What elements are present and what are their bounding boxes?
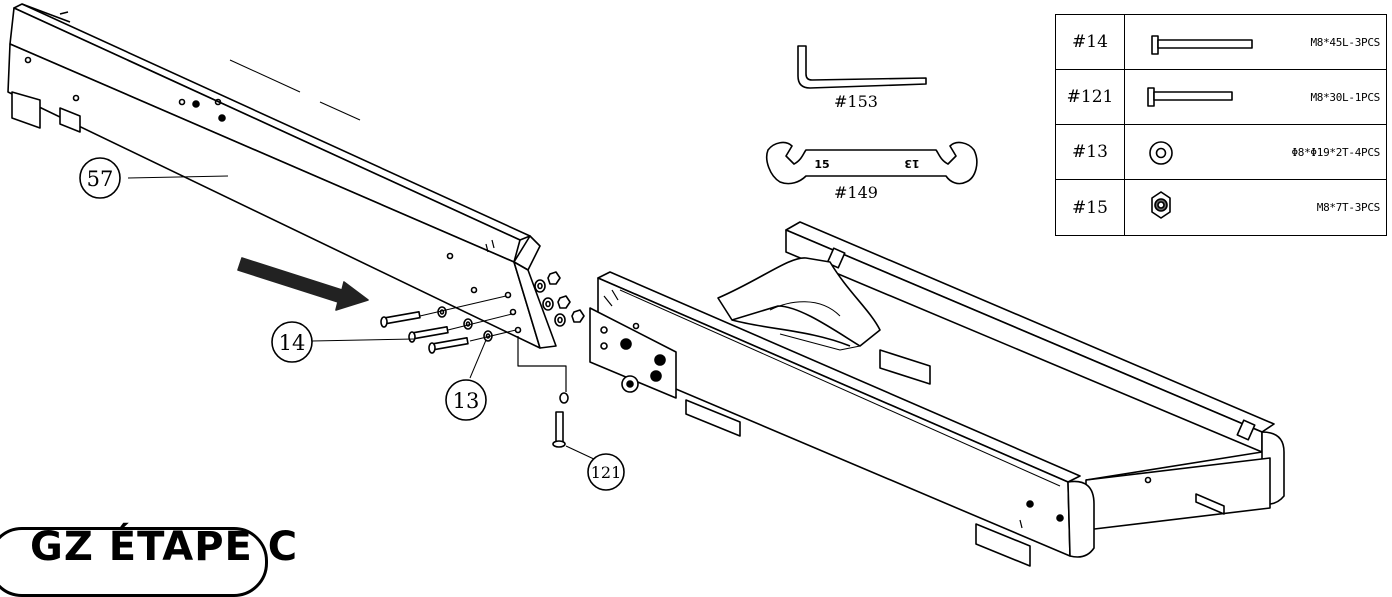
step-title: GZ ÉTAPE C — [30, 524, 299, 570]
callout-circle-13 — [445, 379, 487, 421]
part-code: #13 — [1056, 125, 1125, 179]
parts-row: #15 M8*7T-3PCS — [1056, 180, 1386, 235]
open-wrench-icon — [765, 141, 978, 185]
parts-row: #121 M8*30L-1PCS — [1056, 70, 1386, 125]
base-frame — [589, 221, 1285, 567]
wrench-label: #149 — [834, 183, 878, 202]
bolt-14-b — [408, 325, 449, 343]
part-code: #121 — [1056, 70, 1125, 124]
allen-key-label: #153 — [834, 92, 878, 111]
parts-row: #14 M8*45L-3PCS — [1056, 15, 1386, 70]
wrench-mark-right: 13 — [904, 157, 919, 170]
part-spec: M8*30L-1PCS — [1310, 90, 1380, 104]
hardware-parts-table: #14 M8*45L-3PCS #121 M8*30L-1PCS #13 Φ8*… — [1055, 14, 1387, 236]
short-bolt-icon — [1147, 87, 1233, 107]
wrench-mark-left: 15 — [814, 158, 829, 171]
washer-icon — [1149, 141, 1173, 165]
callout-label-121: 121 — [591, 463, 622, 482]
part-code: #15 — [1056, 180, 1125, 235]
callout-circle-121 — [587, 453, 625, 491]
upright-rail-57 — [7, 3, 557, 349]
parts-row: #13 Φ8*Φ19*2T-4PCS — [1056, 125, 1386, 180]
callout-circle-14 — [271, 321, 313, 363]
part-code: #14 — [1056, 15, 1125, 69]
part-spec: Φ8*Φ19*2T-4PCS — [1291, 145, 1380, 159]
assembly-diagram: 57 14 13 121 15 13 #153 #149 #14 M8*45L-… — [0, 3, 1387, 597]
callout-label-57: 57 — [87, 167, 114, 191]
callout-label-13: 13 — [453, 389, 480, 413]
long-bolt-icon — [1151, 35, 1253, 55]
part-spec: M8*45L-3PCS — [1310, 35, 1380, 49]
exploded-hardware — [380, 271, 585, 448]
assembly-drawing: 57 14 13 121 15 13 — [7, 3, 1285, 567]
allen-key-icon — [797, 45, 927, 89]
callout-label-14: 14 — [279, 331, 306, 355]
bolt-14-c — [428, 336, 469, 354]
hex-nut-icon — [1151, 191, 1171, 219]
direction-arrow — [237, 257, 369, 311]
callout-circle-57 — [79, 157, 121, 199]
part-spec: M8*7T-3PCS — [1316, 201, 1381, 214]
bolt-14-a — [380, 310, 421, 328]
